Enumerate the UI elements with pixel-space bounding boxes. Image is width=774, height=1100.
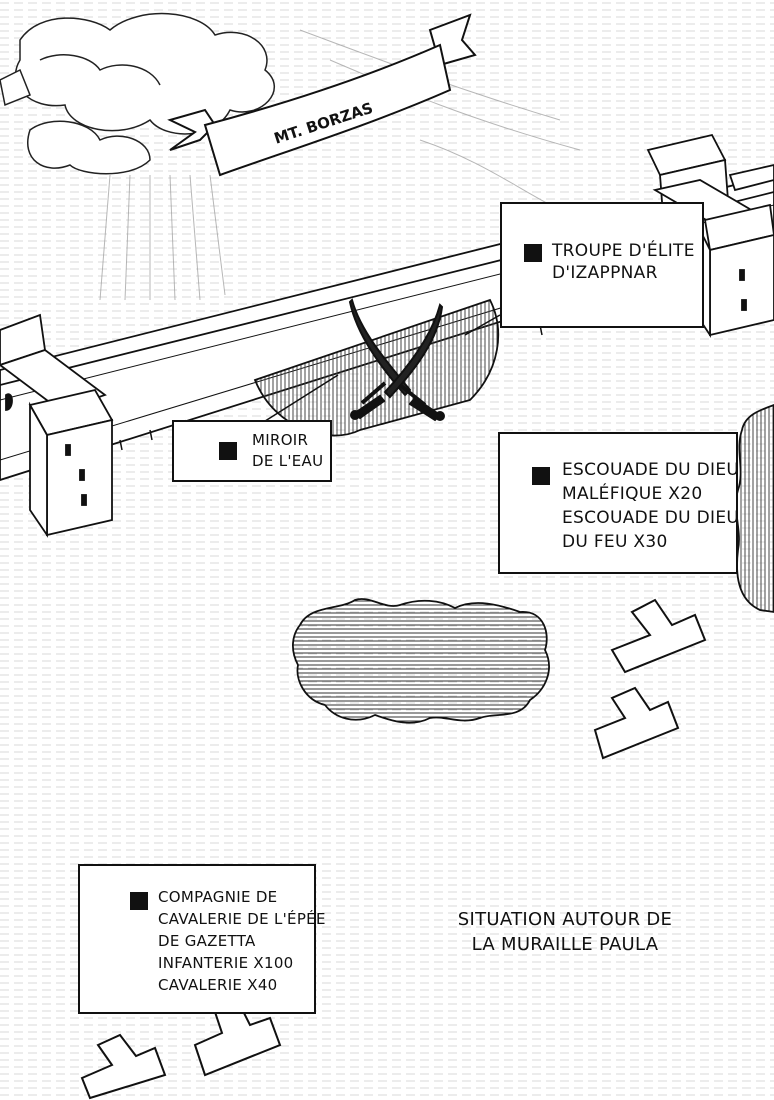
mountain-clouds: [0, 12, 276, 175]
bullet-icon: [130, 892, 148, 910]
right-towers: [646, 133, 774, 338]
left-tower: [0, 313, 114, 538]
banner-ribbon: [167, 13, 477, 177]
page-caption: SITUATION AUTOUR DE LA MURAILLE PAULA: [457, 909, 673, 955]
miroir-label-box: MIROIR DE L'EAU: [172, 420, 332, 482]
miroir-label: MIROIR DE L'EAU: [252, 431, 324, 470]
izappnar-label-box: TROUPE D'ÉLITE D'IZAPPNAR: [500, 202, 704, 328]
izappnar-label: TROUPE D'ÉLITE D'IZAPPNAR: [552, 241, 695, 283]
gazetta-label-box: COMPAGNIE DE CAVALERIE DE L'ÉPÉE DE GAZE…: [78, 864, 325, 1014]
unit-marker-icon: [80, 598, 707, 1100]
escouade-label-box: ESCOUADE DU DIEU MALÉFIQUE X20 ESCOUADE …: [498, 432, 740, 574]
forest-blob-right: [735, 404, 774, 613]
crossed-swords-icon: [348, 298, 445, 422]
gazetta-label: COMPAGNIE DE CAVALERIE DE L'ÉPÉE DE GAZE…: [158, 888, 326, 994]
escouade-label: ESCOUADE DU DIEU MALÉFIQUE X20 ESCOUADE …: [562, 460, 740, 552]
bullet-icon: [524, 244, 542, 262]
forest-blob: [292, 598, 550, 724]
pointer-lines: [261, 314, 501, 424]
bullet-icon: [219, 442, 237, 460]
bullet-icon: [532, 467, 550, 485]
